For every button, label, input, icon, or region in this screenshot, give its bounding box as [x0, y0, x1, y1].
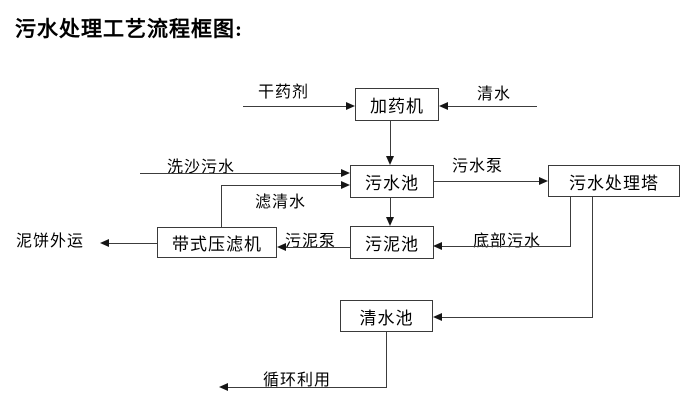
arrowhead-right-icon	[341, 169, 350, 177]
label-sewage-pump: 污水泵	[452, 158, 504, 175]
node-treatment-tower: 污水处理塔	[548, 165, 680, 197]
label-sand-washing-sewage: 洗沙污水	[167, 159, 236, 176]
line-bottom-sewage	[442, 246, 571, 247]
line-clean-water	[448, 106, 537, 107]
node-belt-filter-press: 带式压滤机	[157, 227, 277, 258]
arrowhead-left-icon	[433, 242, 442, 250]
arrowhead-right-icon	[539, 177, 548, 185]
line-sludge-pump	[286, 247, 350, 248]
line-recycling	[228, 387, 387, 388]
arrowhead-left-icon	[277, 243, 286, 251]
label-recycling: 循环利用	[263, 372, 332, 389]
arrowhead-right-icon	[346, 102, 355, 110]
label-mud-cake-transport: 泥饼外运	[16, 233, 85, 250]
arrowhead-right-icon	[341, 181, 350, 189]
label-bottom-sewage: 底部污水	[473, 233, 542, 250]
line-recycling-vertical	[386, 332, 387, 388]
page-title: 污水处理工艺流程框图:	[15, 17, 243, 41]
line-mud-cake	[109, 243, 157, 244]
line-dosing-to-sewage	[390, 121, 391, 157]
line-bottom-sewage-vertical	[570, 197, 571, 247]
line-filtered-water-vertical	[221, 185, 222, 227]
line-sewage-to-sludge	[390, 198, 391, 217]
label-filtered-water: 滤清水	[255, 194, 307, 211]
arrowhead-down-icon	[386, 217, 394, 226]
line-sand-washing	[140, 173, 341, 174]
arrowhead-left-icon	[433, 313, 442, 321]
arrowhead-down-icon	[386, 156, 394, 165]
line-filtered-water	[221, 185, 341, 186]
line-tower-to-clean	[442, 317, 593, 318]
node-clean-water-pool: 清水池	[340, 300, 433, 332]
node-sewage-pool: 污水池	[350, 165, 434, 198]
line-tower-to-clean-vertical	[592, 197, 593, 318]
node-sludge-pool: 污泥池	[350, 226, 434, 259]
label-clean-water: 清水	[477, 86, 512, 103]
label-sludge-pump: 污泥泵	[285, 233, 337, 250]
arrowhead-left-icon	[100, 239, 109, 247]
node-dosing-machine: 加药机	[355, 88, 439, 121]
line-dry-agent	[243, 106, 346, 107]
arrowhead-left-icon	[439, 102, 448, 110]
line-sewage-pump	[434, 181, 539, 182]
arrowhead-left-icon	[219, 383, 228, 391]
label-dry-agent: 干药剂	[258, 84, 310, 101]
